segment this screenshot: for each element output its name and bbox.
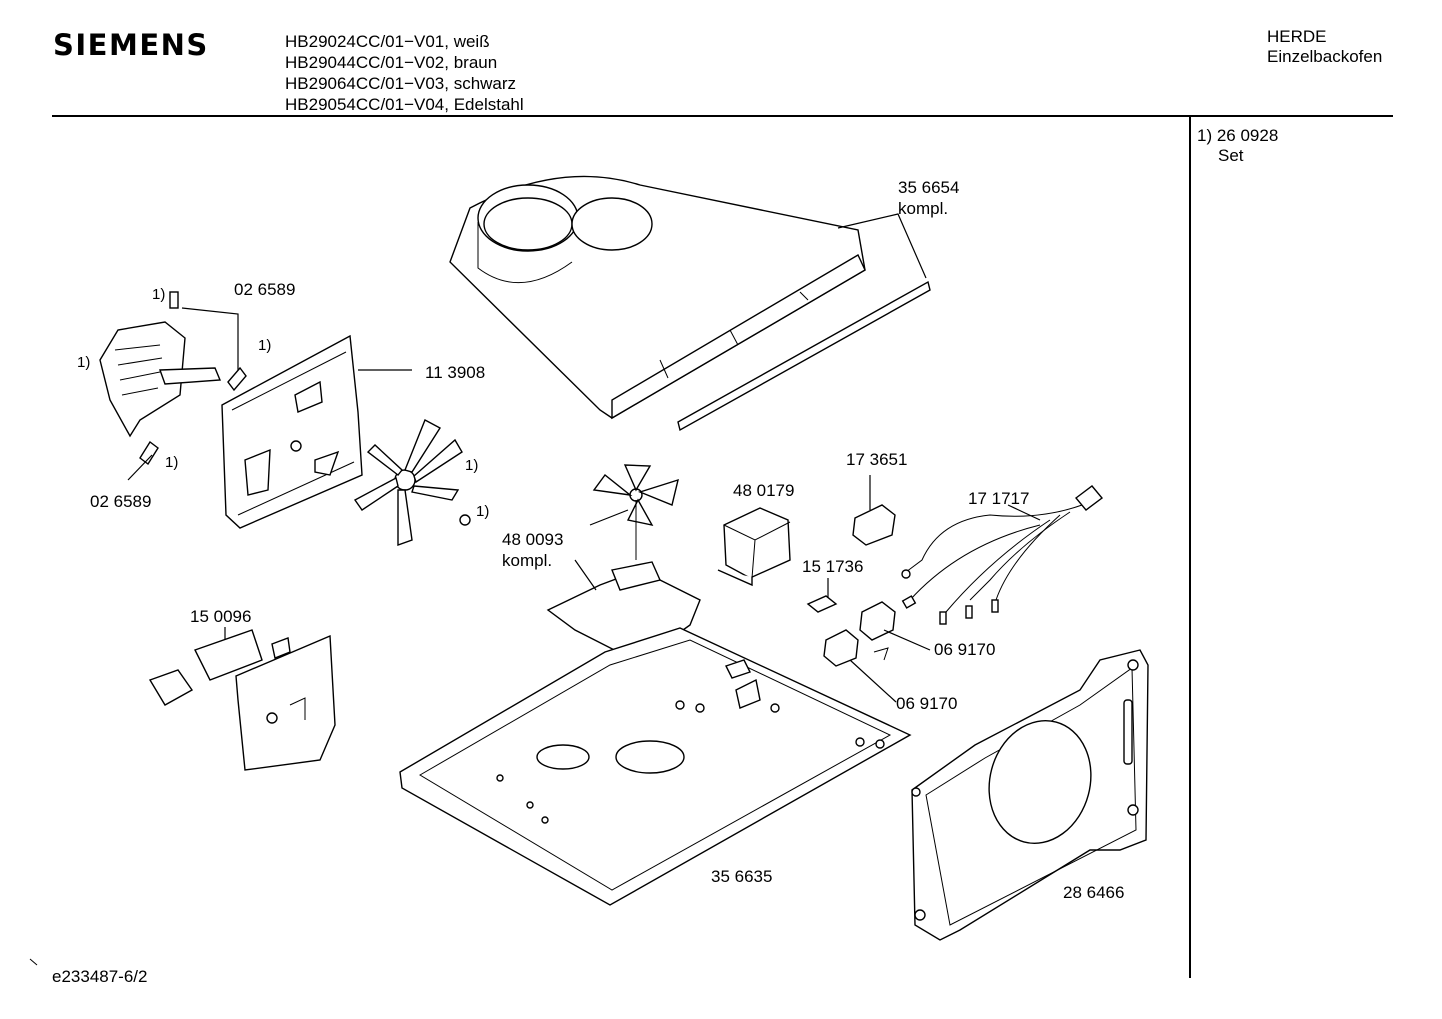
wiring-harness-part — [901, 485, 1104, 625]
leader-069170-upper — [883, 629, 931, 651]
corner-mark — [29, 958, 38, 966]
part-label-173651[interactable]: 17 3651 — [846, 450, 908, 469]
set-marker: 1) — [152, 286, 166, 303]
switch-part — [806, 578, 838, 613]
set-marker: 1) — [165, 454, 179, 471]
set-marker: 1) — [476, 503, 490, 520]
part-label-356635[interactable]: 35 6635 — [711, 867, 773, 886]
clip-icon — [139, 440, 159, 466]
rear-plate-part — [221, 334, 363, 529]
set-marker: 1) — [77, 354, 91, 371]
transformer-part — [717, 507, 791, 587]
document-id: e233487-6/2 — [52, 967, 148, 986]
fan-wheel-part — [353, 419, 471, 546]
thermal-fuse-lower-part — [823, 629, 897, 703]
category: HERDE — [1267, 27, 1327, 46]
model-line: HB29044CC/01−V02, braun — [285, 53, 498, 72]
leader-171717 — [1007, 504, 1041, 521]
leader-480093 — [574, 509, 629, 591]
part-label-069170-lower[interactable]: 06 9170 — [896, 694, 958, 713]
model-line: HB29054CC/01−V04, Edelstahl — [285, 95, 524, 114]
nut-icon — [459, 514, 471, 526]
set-marker: 1) — [258, 337, 272, 354]
control-module-part — [148, 629, 336, 771]
footnote: 1) 26 0928 Set — [1197, 126, 1278, 166]
leader-026589-bottom — [127, 454, 153, 481]
model-line: HB29024CC/01−V01, weiß — [285, 32, 490, 51]
model-list: HB29024CC/01−V01, weiß HB29044CC/01−V02,… — [285, 31, 524, 115]
leader-356654 — [837, 213, 927, 279]
fan-motor-part — [99, 291, 247, 466]
part-label-150096[interactable]: 15 0096 — [190, 607, 252, 626]
fan-cover-part — [911, 649, 1149, 941]
thermal-fuse-upper-part — [859, 601, 931, 651]
part-label-480179[interactable]: 48 0179 — [733, 481, 795, 500]
set-marker: 1) — [465, 457, 479, 474]
part-label-113908[interactable]: 11 3908 — [425, 363, 486, 382]
leader-026589-top — [181, 307, 239, 370]
part-label-171717[interactable]: 17 1717 — [968, 489, 1030, 508]
part-label-286466[interactable]: 28 6466 — [1063, 883, 1125, 902]
clip-icon — [169, 291, 179, 309]
part-label-151736[interactable]: 15 1736 — [802, 557, 864, 576]
base-plate-part — [399, 627, 912, 906]
footnote-desc: Set — [1218, 146, 1244, 165]
leader-069170-lower — [849, 659, 897, 703]
subcategory: Einzelbackofen — [1267, 47, 1383, 66]
footnote-ref: 1) 26 0928 — [1197, 126, 1279, 145]
part-label-069170-upper[interactable]: 06 9170 — [934, 640, 996, 659]
part-label-026589-bottom[interactable]: 02 6589 — [90, 492, 152, 511]
clip-icon — [227, 366, 247, 392]
thermostat-part — [852, 475, 896, 546]
top-cover-part — [449, 175, 931, 432]
model-line: HB29064CC/01−V03, schwarz — [285, 74, 517, 93]
part-label-026589-top[interactable]: 02 6589 — [234, 280, 296, 299]
category-block: HERDE Einzelbackofen — [1267, 27, 1382, 67]
brand-logo: SIEMENS — [53, 28, 209, 62]
